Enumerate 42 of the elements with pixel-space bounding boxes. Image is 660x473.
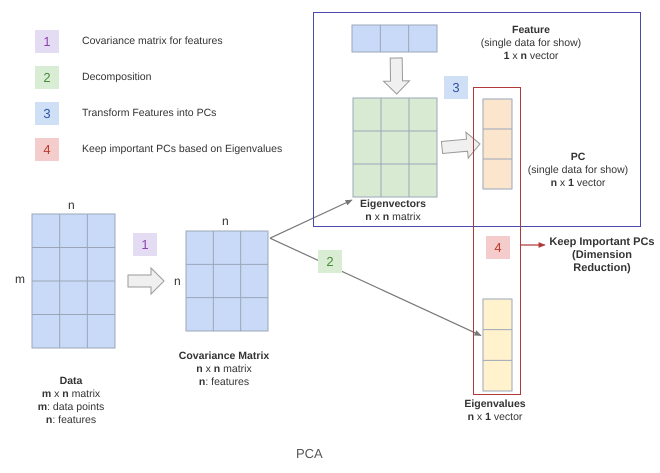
arrow xyxy=(270,238,482,336)
dimension-label: n xyxy=(222,214,229,228)
legend-text: Keep important PCs based on Eigenvalues xyxy=(82,143,282,155)
legend-text: Covariance matrix for features xyxy=(82,35,223,47)
edge-label: 1 xyxy=(133,233,157,256)
legend-text: Transform Features into PCs xyxy=(82,107,216,119)
legend-text: Decomposition xyxy=(82,71,152,83)
node-caption: n x n matrix xyxy=(195,363,253,376)
caption: PCA xyxy=(296,446,323,461)
node-title: PC xyxy=(570,151,586,164)
node-title: Covariance Matrix xyxy=(178,350,270,363)
dimension-label: m xyxy=(15,272,25,286)
node-caption: n x 1 vector xyxy=(550,177,606,190)
section-frame xyxy=(313,12,641,227)
node-title: Data xyxy=(58,375,84,388)
node-title: Eigenvectors xyxy=(359,198,427,211)
node-caption: m: data points xyxy=(36,401,106,414)
block-arrow xyxy=(128,266,165,296)
node-caption: n x 1 vector xyxy=(466,411,524,424)
node-title: Feature xyxy=(511,24,551,37)
block-arrow xyxy=(440,131,481,160)
node-caption: n: features xyxy=(44,414,98,427)
node-caption: n x n matrix xyxy=(364,211,422,224)
node-title: Keep Important PCs (Dimension Reduction) xyxy=(548,236,656,275)
step-badge: 3 xyxy=(444,76,468,99)
legend-swatch: 2 xyxy=(35,66,59,89)
step-badge: 2 xyxy=(318,250,342,273)
node-caption: 1 x n vector xyxy=(502,50,560,63)
legend-swatch: 1 xyxy=(35,30,59,53)
node-caption: n: features xyxy=(198,376,250,389)
dimension-label: n xyxy=(68,198,75,212)
step-badge: 4 xyxy=(486,236,510,259)
node-title: Eigenvalues xyxy=(463,398,527,411)
legend-swatch: 4 xyxy=(35,138,59,161)
dimension-label: n xyxy=(174,274,181,288)
node-caption: (single data for show) xyxy=(480,37,582,50)
legend-swatch: 3 xyxy=(35,102,59,125)
node-caption: (single data for show) xyxy=(526,164,630,177)
block-arrow xyxy=(382,57,411,95)
node-caption: m x n matrix xyxy=(40,388,102,401)
arrow xyxy=(270,199,353,239)
arrow xyxy=(521,242,546,248)
